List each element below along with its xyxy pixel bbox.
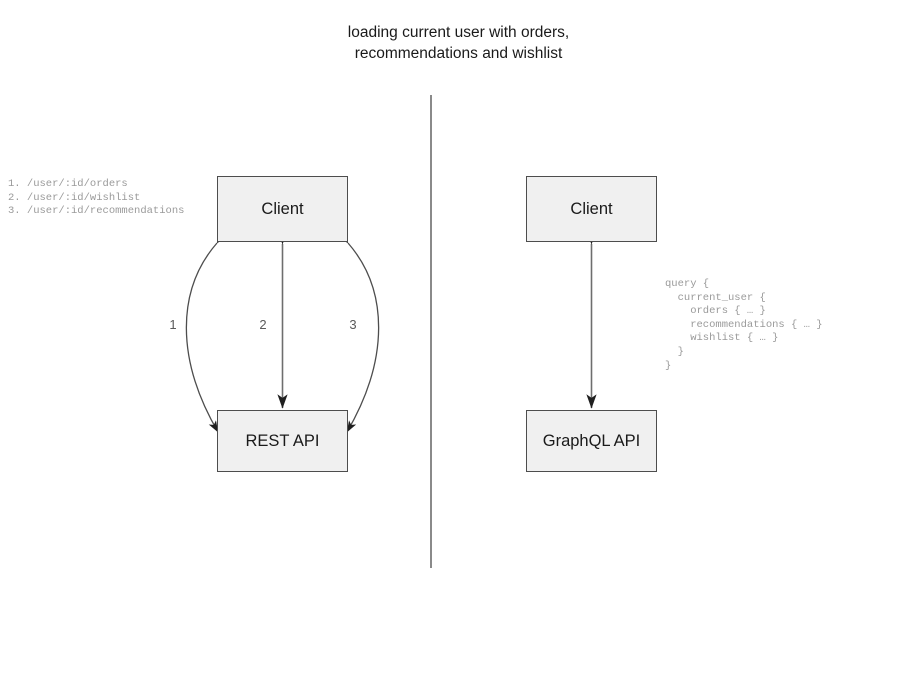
- node-graphql-api[interactable]: GraphQL API: [526, 410, 657, 472]
- node-rest-client[interactable]: Client: [217, 176, 348, 242]
- node-rest-api[interactable]: REST API: [217, 410, 348, 472]
- node-graphql-client[interactable]: Client: [526, 176, 657, 242]
- rest-endpoint-list: 1. /user/:id/orders 2. /user/:id/wishlis…: [8, 178, 185, 218]
- graphql-query-block: query { current_user { orders { … } reco…: [665, 278, 823, 372]
- edge-label-3: 3: [349, 317, 357, 332]
- edge-label-1: 1: [169, 317, 177, 332]
- edge-label-2: 2: [259, 317, 267, 332]
- diagram-title: loading current user with orders, recomm…: [347, 24, 570, 62]
- edge-rest-3: [337, 231, 380, 433]
- edge-rest-1: [185, 231, 228, 433]
- section-divider: [430, 95, 432, 568]
